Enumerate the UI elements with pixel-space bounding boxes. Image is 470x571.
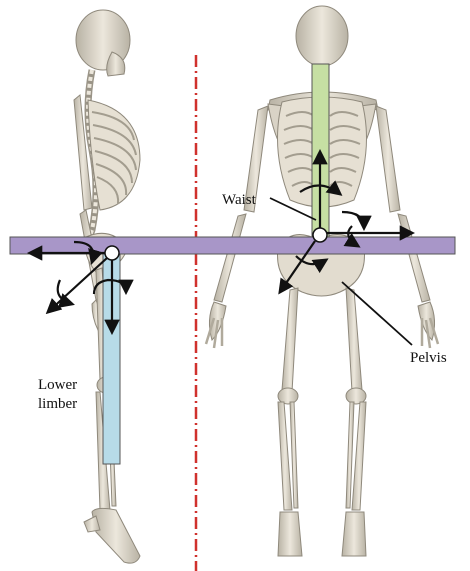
waist-label: Waist [222, 192, 257, 208]
pelvis-label: Pelvis [410, 350, 447, 366]
pelvis-segment-bar [10, 237, 455, 254]
hip-joint-axes [30, 242, 126, 332]
lower-limber-label-line1: Lower [38, 377, 77, 393]
lower-limber-label-line2: limber [38, 396, 77, 412]
